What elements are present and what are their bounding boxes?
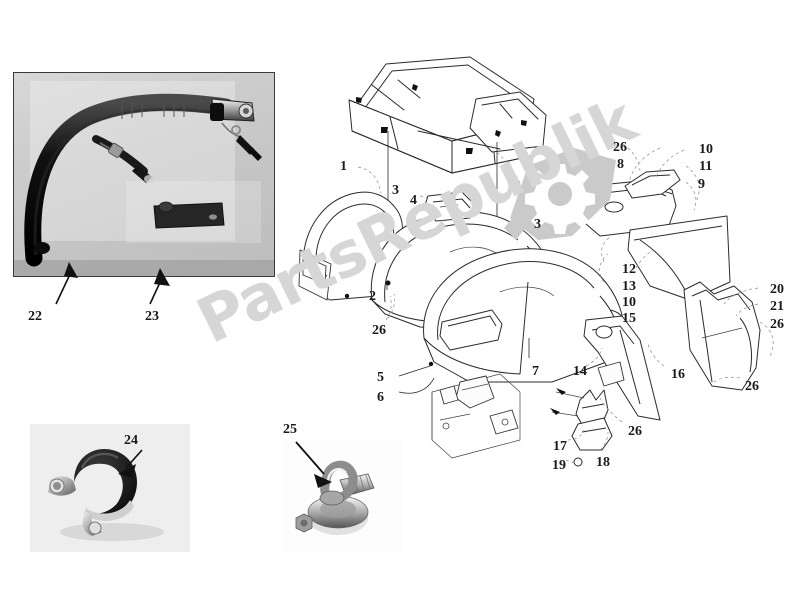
guide-26f <box>622 143 641 173</box>
guide-16 <box>647 343 665 367</box>
leader-5 <box>398 365 431 377</box>
callout-number-26-9: 26 <box>613 140 627 155</box>
center-bracket <box>583 315 661 421</box>
callout-number-24-30: 24 <box>124 433 138 448</box>
guide-11 <box>685 165 700 203</box>
far-right-side-panel <box>683 281 761 391</box>
rear-rack-part <box>348 56 547 174</box>
guide-26g <box>387 293 396 319</box>
photo-bolt-callout-arrow <box>295 441 332 488</box>
right-lower-panel <box>627 215 731 301</box>
guide-12 <box>601 235 613 263</box>
callout-number-6-7: 6 <box>377 390 384 405</box>
callout-number-23-29: 23 <box>145 309 159 324</box>
callout-number-17-25: 17 <box>553 439 567 454</box>
callout-number-22-28: 22 <box>28 309 42 324</box>
guide-17 <box>567 429 585 441</box>
callout-number-10-16: 10 <box>622 295 636 310</box>
callout-number-15-17: 15 <box>622 311 636 326</box>
callout-number-26-5: 26 <box>372 323 386 338</box>
guide-26e <box>599 397 623 423</box>
guide-26b <box>627 147 661 189</box>
main-rear-fender <box>423 248 628 383</box>
cable-lock-photo <box>13 72 275 277</box>
guide-21 <box>735 303 759 317</box>
leader-6 <box>398 377 435 394</box>
guide-13 <box>599 253 609 283</box>
guide-18 <box>599 431 609 451</box>
callout-number-26-22: 26 <box>770 317 784 332</box>
callout-number-13-15: 13 <box>622 279 636 294</box>
callout-number-14-18: 14 <box>573 364 587 379</box>
guide-15 <box>635 249 657 269</box>
leader-26a <box>385 295 392 321</box>
guide-19 <box>565 459 576 463</box>
callout-number-3-3: 3 <box>534 217 541 232</box>
callout-number-2-4: 2 <box>369 289 376 304</box>
callout-number-26-24: 26 <box>628 424 642 439</box>
callout-number-4-2: 4 <box>410 193 417 208</box>
guide-26d <box>711 376 741 385</box>
callout-number-1-0: 1 <box>340 159 347 174</box>
callout-number-3-1: 3 <box>392 183 399 198</box>
leader-1 <box>357 166 382 194</box>
p-clamp-photo <box>30 424 190 552</box>
callout-number-21-21: 21 <box>770 299 784 314</box>
guide-14 <box>585 347 603 367</box>
callout-number-26-23: 26 <box>745 379 759 394</box>
photo-clamp-callout-arrow <box>118 449 143 478</box>
callout-number-25-31: 25 <box>283 422 297 437</box>
callout-number-8-10: 8 <box>617 157 624 172</box>
small-bracket <box>550 388 613 467</box>
guide-10a <box>655 149 685 179</box>
eye-bolt-photo <box>282 440 402 552</box>
callout-number-5-6: 5 <box>377 370 384 385</box>
callout-number-19-27: 19 <box>552 458 566 473</box>
callout-number-9-13: 9 <box>698 177 705 192</box>
callout-number-10-11: 10 <box>699 142 713 157</box>
guide-26c <box>759 321 774 357</box>
callout-number-18-26: 18 <box>596 455 610 470</box>
subframe-assembly <box>431 373 521 459</box>
photo-lock-callout-arrows <box>55 262 170 305</box>
guide-9 <box>685 181 697 211</box>
callout-number-7-8: 7 <box>532 364 539 379</box>
callout-number-16-19: 16 <box>671 367 685 382</box>
callout-number-11-12: 11 <box>699 159 713 174</box>
callout-number-20-20: 20 <box>770 282 784 297</box>
callout-number-12-14: 12 <box>622 262 636 277</box>
